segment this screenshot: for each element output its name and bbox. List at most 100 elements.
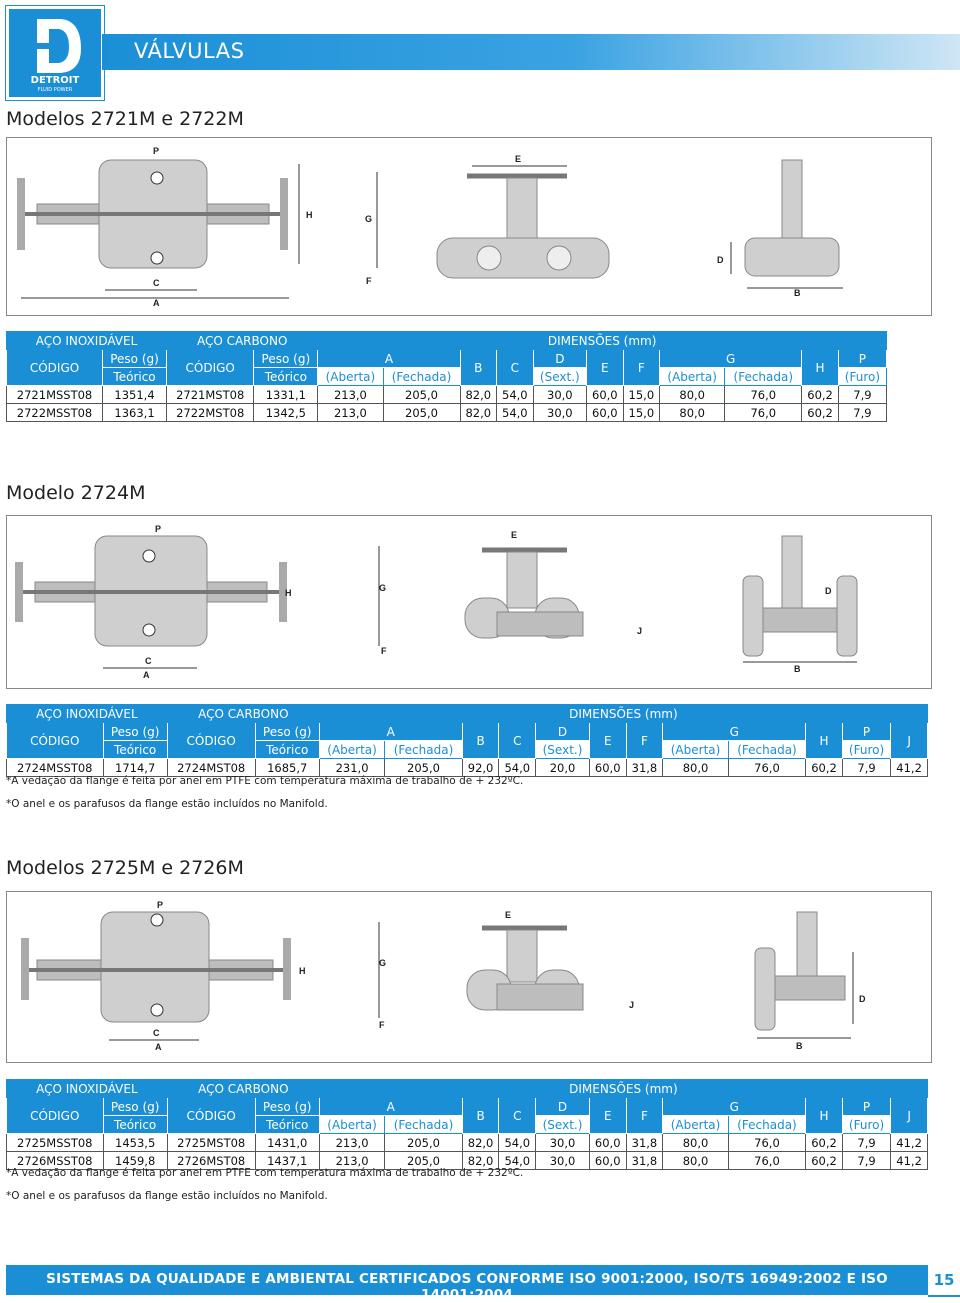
cell: 80,0: [662, 1133, 729, 1152]
col-peso: Peso (g): [254, 1097, 320, 1116]
header-inox: AÇO INOXIDÁVEL: [6, 704, 168, 723]
cell: 76,0: [724, 385, 803, 404]
footnote: *O anel e os parafusos da flange estão i…: [6, 798, 328, 810]
cell: 205,0: [384, 1133, 463, 1152]
cell: 60,0: [588, 1133, 627, 1152]
valve-side-view-icon: [466, 925, 584, 1011]
col-c: C: [496, 349, 534, 386]
col-codigo: CÓDIGO: [166, 722, 256, 759]
col-j: J: [890, 722, 928, 759]
cell: 54,0: [496, 385, 534, 404]
valve-drawing-2725m-svg: P H C A E G F J D B: [21, 900, 866, 1052]
cell: 1437,1: [254, 1151, 320, 1170]
cell: 2722MST08: [166, 403, 255, 422]
cell: 80,0: [659, 403, 726, 422]
cell: 7,9: [837, 385, 888, 404]
col-c: C: [498, 722, 537, 759]
cell: 2724MST08: [166, 758, 256, 777]
dim-label-f: F: [381, 646, 387, 656]
cell: 41,2: [890, 1151, 928, 1170]
cell: 2724MSST08: [6, 758, 104, 777]
col-g-aberta: (Aberta): [662, 1115, 729, 1134]
dim-label-j: J: [637, 626, 642, 636]
cell: 213,0: [318, 1133, 386, 1152]
valve-drawing-2725m: P H C A E G F J D B: [6, 891, 932, 1063]
cell: 82,0: [459, 385, 498, 404]
cell: 2725MSST08: [6, 1133, 104, 1152]
footer-bar: SISTEMAS DA QUALIDADE E AMBIENTAL CERTIF…: [6, 1265, 928, 1303]
col-g-aberta: (Aberta): [662, 740, 729, 759]
col-codigo: CÓDIGO: [5, 349, 104, 386]
cell: 60,0: [588, 758, 627, 777]
col-h: H: [805, 1097, 843, 1134]
cell: 1459,8: [102, 1151, 168, 1170]
dim-label-h: H: [299, 966, 306, 976]
cell: 60,2: [801, 385, 839, 404]
dim-label-d: D: [859, 994, 866, 1004]
col-b: B: [461, 1097, 500, 1134]
footnote: *O anel e os parafusos da flange estão i…: [6, 1190, 328, 1202]
col-a-aberta: (Aberta): [318, 740, 386, 759]
dim-label-a: A: [143, 670, 150, 680]
cell: 7,9: [841, 758, 892, 777]
footnote: *A vedação da flange é feita por anel em…: [6, 775, 524, 787]
col-a: A: [318, 1097, 463, 1116]
col-peso: Peso (g): [102, 722, 168, 741]
valve-drawing-2721m-svg: P H C A E G F D B: [17, 146, 843, 308]
col-f: F: [625, 1097, 664, 1134]
dim-label-a: A: [153, 298, 160, 308]
valve-end-view-icon: [744, 159, 840, 277]
cell: 54,0: [498, 758, 537, 777]
col-p-furo: (Furo): [837, 367, 888, 386]
cell: 205,0: [382, 403, 461, 422]
cell: 205,0: [382, 385, 461, 404]
valve-drawing-2721m: P H C A E G F D B: [6, 137, 932, 316]
col-e: E: [586, 349, 624, 386]
cell: 30,0: [535, 1133, 590, 1152]
cell: 60,2: [801, 403, 839, 422]
cell: 2721MSST08: [5, 385, 104, 404]
valve-drawing-2724m-svg: P H C A E G F J D B: [15, 524, 858, 680]
cell: 2721MST08: [166, 385, 255, 404]
certification-text: SISTEMAS DA QUALIDADE E AMBIENTAL CERTIF…: [46, 1271, 888, 1303]
logo-brand-text: DETROIT: [30, 75, 80, 86]
dim-label-g: G: [379, 583, 386, 593]
cell: 205,0: [384, 1151, 463, 1170]
col-g: G: [662, 1097, 807, 1116]
cell: 60,0: [588, 1151, 627, 1170]
footnote: *A vedação da flange é feita por anel em…: [6, 1167, 524, 1179]
valve-side-view-icon: [464, 547, 584, 639]
dim-label-j: J: [629, 1000, 634, 1010]
cell: 60,0: [586, 385, 624, 404]
valve-side-view-icon: [436, 173, 610, 279]
cell: 1431,0: [254, 1133, 320, 1152]
cell: 1685,7: [254, 758, 320, 777]
header-dimensoes: DIMENSÕES (mm): [317, 331, 887, 350]
cell: 213,0: [318, 1151, 386, 1170]
cell: 41,2: [890, 1133, 928, 1152]
col-codigo: CÓDIGO: [166, 349, 255, 386]
valve-end-view-icon: [742, 535, 858, 657]
cell: 7,9: [841, 1133, 892, 1152]
logo-sub-text: FLUID POWER: [37, 87, 73, 93]
cell: 1453,5: [102, 1133, 168, 1152]
section-title-2721m-2722m: Modelos 2721M e 2722M: [6, 108, 244, 130]
cell: 2725MST08: [166, 1133, 256, 1152]
col-f: F: [625, 722, 664, 759]
col-g: G: [662, 722, 807, 741]
cell: 231,0: [318, 758, 386, 777]
dim-label-p: P: [153, 146, 159, 156]
col-d-sext: (Sext.): [535, 1115, 590, 1134]
dim-label-g: G: [365, 214, 372, 224]
col-peso: Peso (g): [253, 349, 319, 368]
cell: 31,8: [625, 758, 664, 777]
col-a: A: [317, 349, 461, 368]
dim-label-d: D: [717, 255, 724, 265]
cell: 7,9: [841, 1151, 892, 1170]
col-p: P: [841, 722, 892, 741]
col-a-fechada: (Fechada): [384, 740, 463, 759]
detroit-logo-mark-icon: [29, 19, 81, 73]
cell: 20,0: [535, 758, 590, 777]
manifold-front-view-icon: [15, 535, 287, 647]
